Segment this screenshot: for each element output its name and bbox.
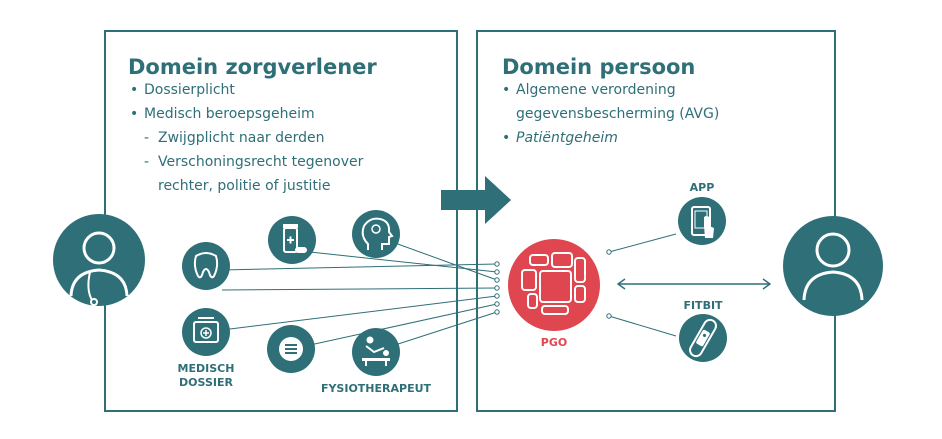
medical-dossier-label-line1: MEDISCH [177,362,235,375]
brain-head-icon [352,210,400,258]
connector-dots [494,249,612,319]
subbullet-zwijgplicht: -Zwijgplicht naar derden [144,130,325,146]
subbullet-verschoningsrecht: -Verschoningsrecht tegenover [144,154,364,170]
connector-medication [309,251,498,273]
doctor-avatar-icon [53,214,145,306]
bullet-text: Medisch beroepsgeheim [144,106,315,122]
bullet-text: Patiëntgeheim [516,130,618,146]
connector-physio [394,311,498,346]
fitbit-band-icon [679,314,727,362]
medical-dossier-label: MEDISCH DOSSIER [166,362,246,390]
subbullet-continuation: rechter, politie of justitie [158,178,331,194]
domain-person-box [476,30,836,412]
bullet-avg-continuation: gegevensbescherming (AVG) [516,106,720,122]
connector-app [608,233,677,253]
bullet-text: Dossierplicht [144,82,235,98]
connector-brain [394,242,498,281]
medication-icon [268,216,316,264]
arrow-right-icon [441,176,511,224]
care-provider-title: Domein zorgverlener [128,55,377,79]
double-arrow-icon [616,278,772,290]
connector-tooth [221,263,498,271]
medical-dossier-label-line2: DOSSIER [179,376,233,389]
bullet-beroepsgeheim: •Medisch beroepsgeheim [130,106,315,122]
subbullet-text: Zwijgplicht naar derden [158,130,325,146]
bullet-patientgeheim: •Patiëntgeheim [502,130,618,146]
pgo-label: PGO [540,336,568,349]
subbullet-text: Verschoningsrecht tegenover [158,154,364,170]
bullet-dossierplicht: •Dossierplicht [130,82,235,98]
physiotherapist-icon [352,328,400,376]
bullet-text: Algemene verordening [516,82,676,98]
connector-fitbit [608,315,677,337]
list-icon [267,325,315,373]
fitbit-label: FITBIT [683,299,723,312]
physiotherapist-label: FYSIOTHERAPEUT [320,382,432,395]
medical-dossier-icon [182,308,230,356]
app-label: APP [689,181,715,194]
pgo-icon [508,239,600,331]
bullet-avg: •Algemene verordening [502,82,676,98]
connector-tooth-2 [221,287,498,291]
person-title: Domein persoon [502,55,696,79]
connector-list [309,303,498,346]
connector-dossier [221,295,498,331]
person-avatar-icon [783,216,883,316]
connector-lines [221,233,677,346]
tooth-icon [182,242,230,290]
app-phone-icon [678,197,726,245]
